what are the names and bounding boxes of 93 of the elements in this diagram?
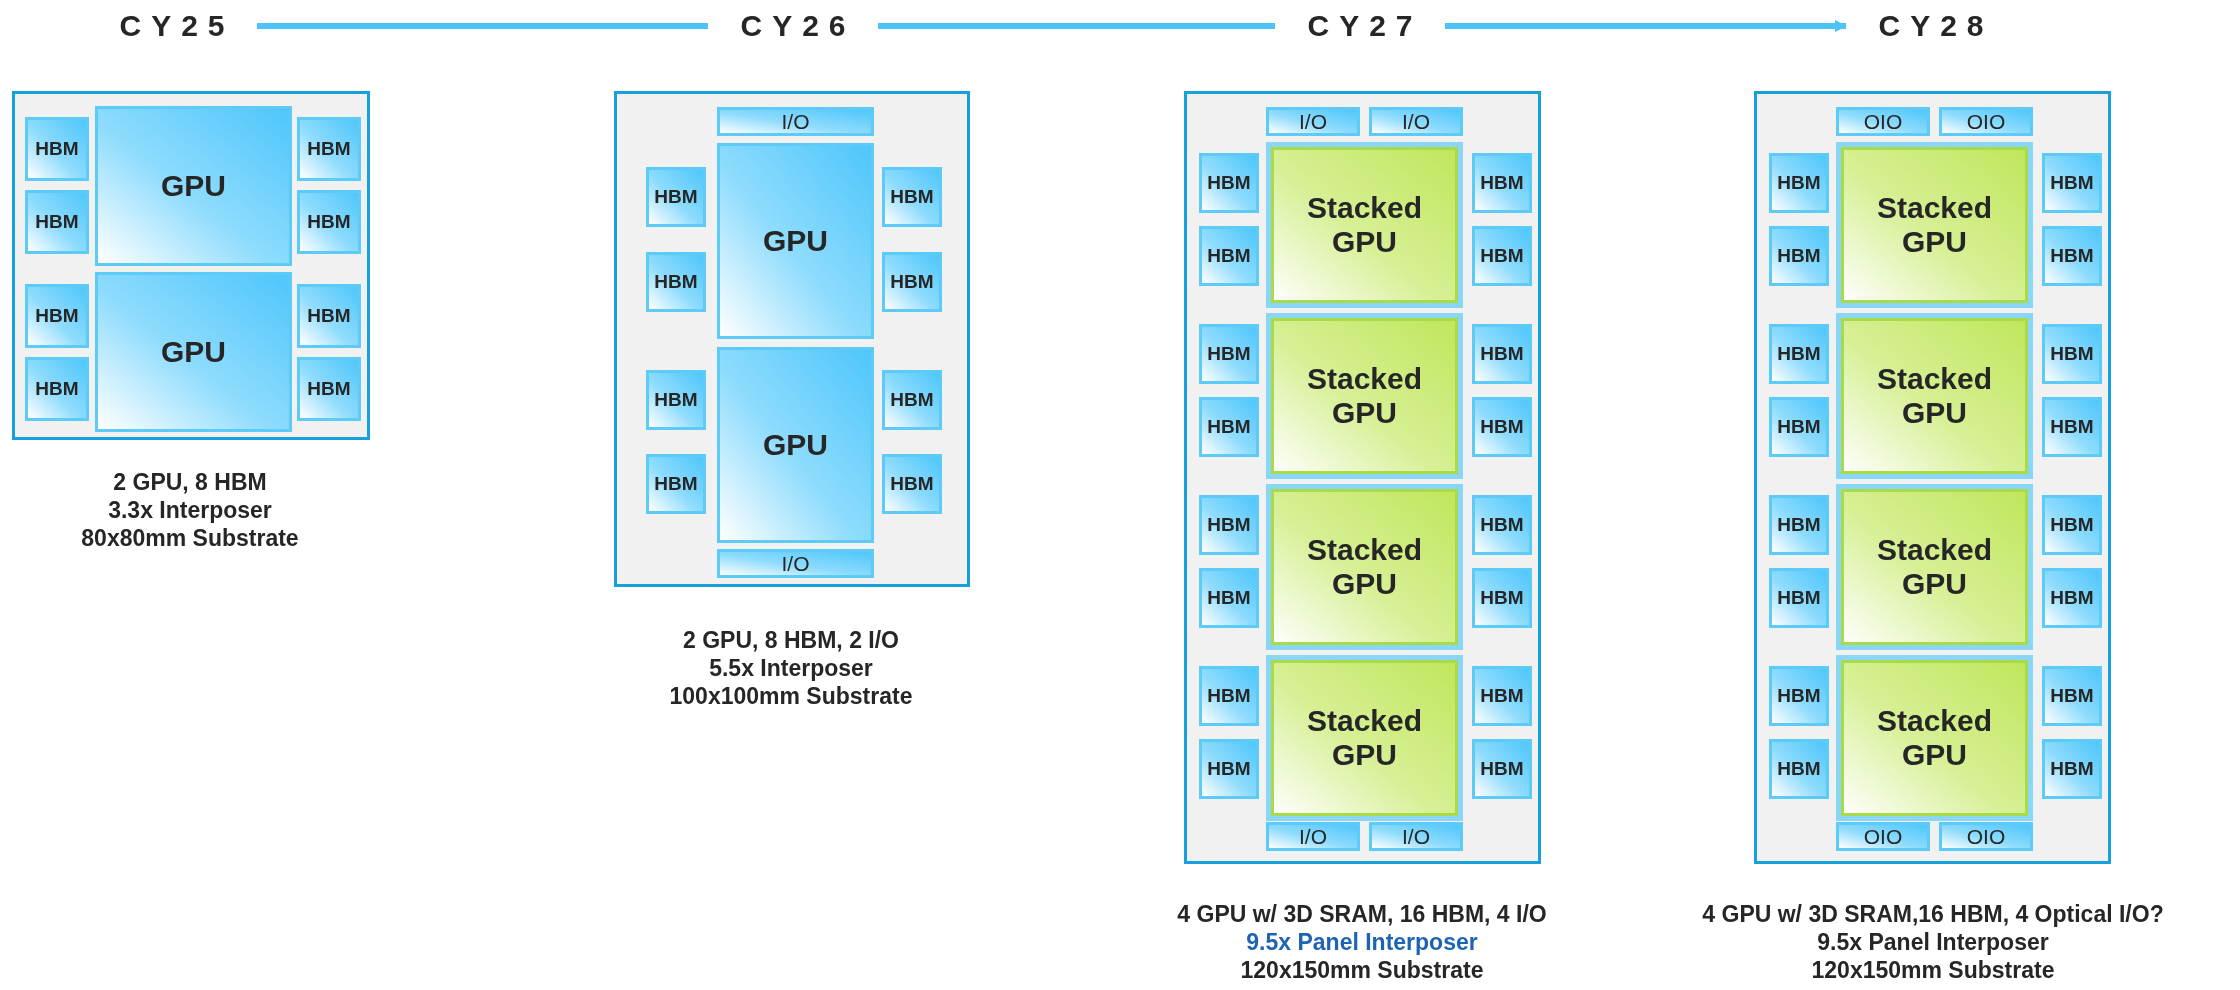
- hbm-chip: HBM: [1769, 568, 1829, 628]
- hbm-chip: HBM: [1199, 739, 1259, 799]
- year-label: CY27: [1275, 4, 1445, 48]
- hbm-chip: HBM: [2042, 153, 2102, 213]
- package-substrate: [12, 91, 370, 440]
- hbm-chip: HBM: [1769, 666, 1829, 726]
- timeline-arrow: [1445, 20, 1847, 32]
- hbm-chip: HBM: [1472, 568, 1532, 628]
- hbm-chip: HBM: [1769, 495, 1829, 555]
- package-caption: 120x150mm Substrate: [1811, 956, 2055, 984]
- package-caption: 9.5x Panel Interposer: [1817, 928, 2049, 956]
- stacked-gpu-die: Stacked GPU: [1836, 655, 2033, 821]
- gpu-die: GPU: [717, 347, 874, 543]
- stacked-gpu-die: Stacked GPU: [1266, 142, 1463, 308]
- hbm-chip: HBM: [2042, 666, 2102, 726]
- package-caption: 120x150mm Substrate: [1240, 956, 1484, 984]
- package-caption: 4 GPU w/ 3D SRAM, 16 HBM, 4 I/O: [1177, 900, 1547, 928]
- hbm-chip: HBM: [2042, 739, 2102, 799]
- hbm-chip: HBM: [1472, 739, 1532, 799]
- hbm-chip: HBM: [25, 357, 89, 421]
- io-chip: OIO: [1836, 107, 1930, 136]
- hbm-chip: HBM: [1199, 153, 1259, 213]
- hbm-chip: HBM: [1199, 666, 1259, 726]
- stacked-gpu-die: Stacked GPU: [1266, 655, 1463, 821]
- hbm-chip: HBM: [1769, 226, 1829, 286]
- year-label: CY26: [708, 4, 878, 48]
- io-chip: I/O: [1266, 107, 1360, 136]
- stacked-gpu-die: Stacked GPU: [1836, 142, 2033, 308]
- hbm-chip: HBM: [2042, 568, 2102, 628]
- hbm-chip: HBM: [25, 284, 89, 348]
- hbm-chip: HBM: [2042, 495, 2102, 555]
- hbm-chip: HBM: [1472, 153, 1532, 213]
- io-chip: OIO: [1836, 822, 1930, 851]
- hbm-chip: HBM: [1472, 495, 1532, 555]
- hbm-chip: HBM: [297, 190, 361, 254]
- hbm-chip: HBM: [882, 252, 942, 312]
- hbm-chip: HBM: [297, 357, 361, 421]
- hbm-chip: HBM: [646, 370, 706, 430]
- stacked-gpu-die: Stacked GPU: [1266, 313, 1463, 479]
- hbm-chip: HBM: [1769, 324, 1829, 384]
- timeline-line: [878, 23, 1275, 29]
- package-caption: 2 GPU, 8 HBM, 2 I/O: [683, 626, 899, 654]
- timeline-line: [257, 23, 708, 29]
- io-chip: I/O: [1369, 822, 1463, 851]
- hbm-chip: HBM: [1472, 226, 1532, 286]
- hbm-chip: HBM: [297, 117, 361, 181]
- hbm-chip: HBM: [1472, 397, 1532, 457]
- hbm-chip: HBM: [646, 454, 706, 514]
- gpu-die: GPU: [95, 272, 292, 432]
- package-caption: 5.5x Interposer: [709, 654, 873, 682]
- io-chip: OIO: [1939, 107, 2033, 136]
- hbm-chip: HBM: [1472, 666, 1532, 726]
- package-substrate: [1184, 91, 1541, 864]
- hbm-chip: HBM: [1769, 153, 1829, 213]
- hbm-chip: HBM: [25, 190, 89, 254]
- package-caption: 9.5x Panel Interposer: [1246, 928, 1478, 956]
- stacked-gpu-die: Stacked GPU: [1836, 484, 2033, 650]
- hbm-chip: HBM: [1769, 397, 1829, 457]
- hbm-chip: HBM: [1769, 739, 1829, 799]
- gpu-die: GPU: [95, 106, 292, 266]
- gpu-die: GPU: [717, 143, 874, 339]
- hbm-chip: HBM: [1199, 397, 1259, 457]
- hbm-chip: HBM: [1199, 324, 1259, 384]
- io-chip: I/O: [1266, 822, 1360, 851]
- hbm-chip: HBM: [882, 167, 942, 227]
- hbm-chip: HBM: [1199, 226, 1259, 286]
- hbm-chip: HBM: [1472, 324, 1532, 384]
- package-caption: 80x80mm Substrate: [81, 524, 299, 552]
- io-chip: I/O: [1369, 107, 1463, 136]
- package-substrate: [1754, 91, 2111, 864]
- hbm-chip: HBM: [1199, 568, 1259, 628]
- io-chip: I/O: [717, 549, 874, 578]
- io-chip: OIO: [1939, 822, 2033, 851]
- stacked-gpu-die: Stacked GPU: [1266, 484, 1463, 650]
- hbm-chip: HBM: [882, 454, 942, 514]
- hbm-chip: HBM: [1199, 495, 1259, 555]
- io-chip: I/O: [717, 107, 874, 136]
- package-caption: 3.3x Interposer: [108, 496, 272, 524]
- hbm-chip: HBM: [2042, 324, 2102, 384]
- hbm-chip: HBM: [646, 252, 706, 312]
- hbm-chip: HBM: [646, 167, 706, 227]
- package-caption: 100x100mm Substrate: [669, 682, 913, 710]
- hbm-chip: HBM: [25, 117, 89, 181]
- hbm-chip: HBM: [882, 370, 942, 430]
- hbm-chip: HBM: [2042, 226, 2102, 286]
- year-label: CY25: [87, 4, 257, 48]
- year-label: CY28: [1846, 4, 2016, 48]
- package-substrate: [614, 91, 970, 587]
- hbm-chip: HBM: [297, 284, 361, 348]
- package-caption: 2 GPU, 8 HBM: [113, 468, 267, 496]
- hbm-chip: HBM: [2042, 397, 2102, 457]
- stacked-gpu-die: Stacked GPU: [1836, 313, 2033, 479]
- package-caption: 4 GPU w/ 3D SRAM,16 HBM, 4 Optical I/O?: [1702, 900, 2164, 928]
